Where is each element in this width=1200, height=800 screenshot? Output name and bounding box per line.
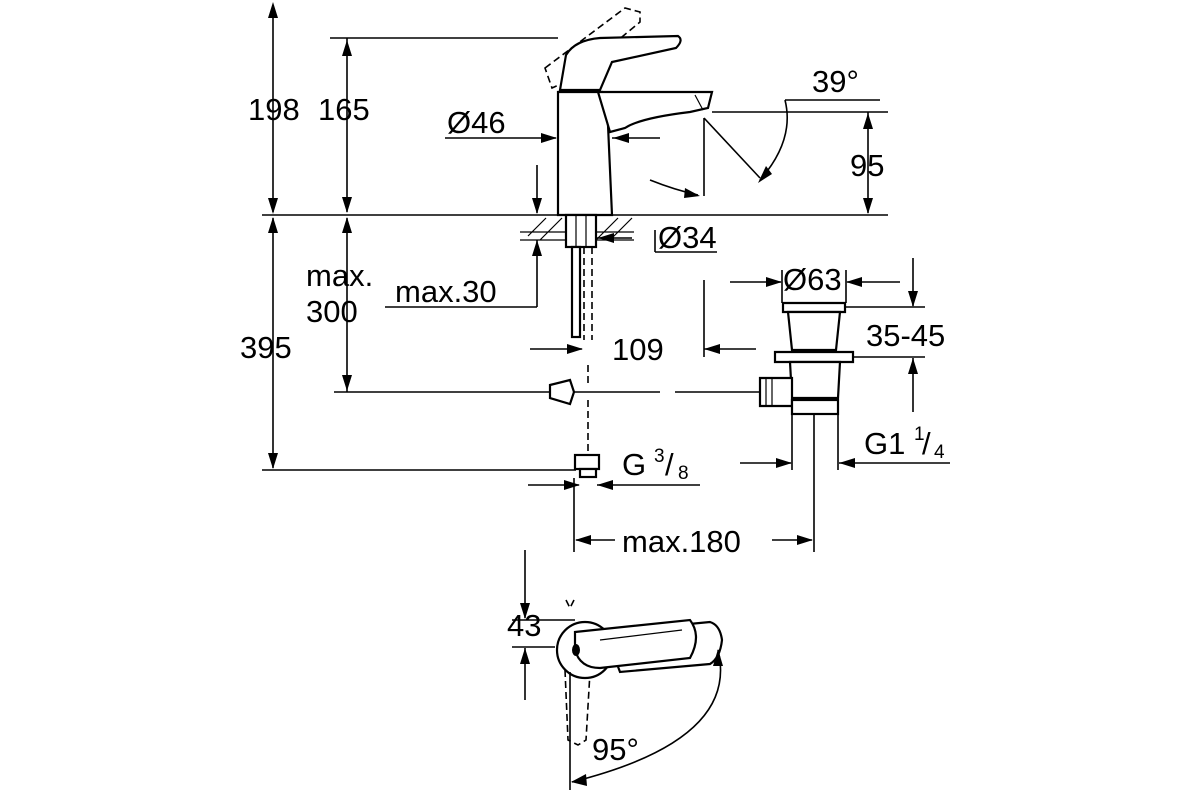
label-waste-range: 35-45	[866, 318, 945, 353]
faucet-side-view	[262, 7, 888, 479]
popup-waste	[758, 301, 855, 416]
supply-hose-left	[570, 245, 582, 339]
label-max-hose: 300	[306, 294, 358, 329]
waste-body	[788, 360, 842, 400]
waste-tailpiece	[790, 398, 840, 416]
supply-hose-right	[583, 247, 593, 340]
label-total-height: 198	[248, 92, 300, 127]
label-max-offset: max.180	[622, 524, 741, 559]
label-max-deck: max.30	[395, 274, 497, 309]
label-connection-thread-num: 3	[654, 446, 665, 467]
hose-connector	[573, 453, 601, 471]
label-waste-diameter: Ø63	[783, 262, 842, 297]
dimension-labels: 198 165 Ø46 39° 95 Ø34 max. 300 max.30 1…	[240, 64, 945, 767]
svg-text:/: /	[665, 447, 674, 482]
label-spout-height: 165	[318, 92, 370, 127]
lever-rotated-ghost	[564, 669, 591, 746]
label-outlet-height: 95	[850, 148, 884, 183]
label-waste-thread-base: G1	[864, 426, 905, 461]
waste-flange	[786, 310, 842, 352]
faucet-top-view	[512, 550, 724, 790]
faucet-spout	[596, 90, 714, 134]
label-below-deck: 395	[240, 330, 292, 365]
label-max: max.	[306, 258, 373, 293]
label-waste-thread-den: 4	[934, 442, 945, 463]
mounting-shank	[564, 213, 598, 249]
deck-hatch	[520, 217, 634, 241]
lever-closed	[558, 34, 682, 92]
lever-open-ghost	[544, 7, 641, 90]
label-spout-angle: 39°	[812, 64, 859, 99]
label-connection-thread-base: G	[622, 447, 646, 482]
waste-cap	[781, 301, 847, 314]
waste-nut	[773, 350, 855, 364]
label-lever-height: 43	[507, 608, 541, 643]
popup-rod-knob	[548, 378, 576, 406]
dimension-lines	[262, 2, 950, 552]
label-hole-diameter: Ø34	[658, 220, 717, 255]
label-body-diameter: Ø46	[447, 105, 506, 140]
label-waste-thread-num: 1	[914, 424, 925, 445]
svg-text:/: /	[922, 426, 931, 461]
waste-side-connector	[758, 376, 794, 408]
label-projection: 109	[612, 332, 664, 367]
label-lever-rotation: 95°	[592, 732, 639, 767]
faucet-body	[556, 90, 614, 217]
label-connection-thread-den: 8	[678, 463, 689, 484]
spout-tip	[694, 94, 704, 111]
